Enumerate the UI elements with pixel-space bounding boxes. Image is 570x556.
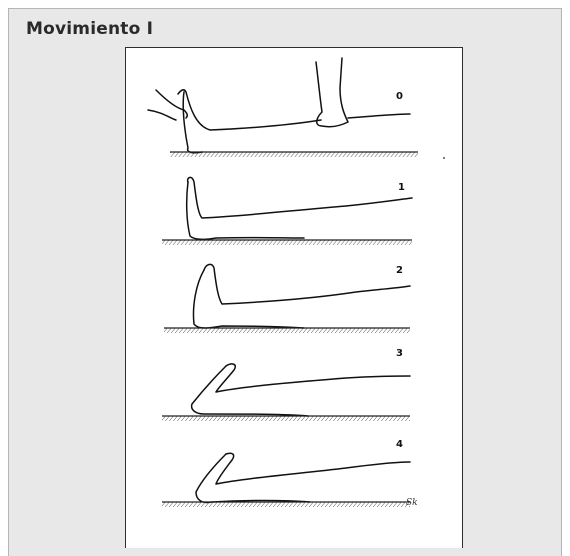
illustration-frame: 0 1 2 3 [125,47,463,548]
step-4-drawing: 4 Sk [162,439,418,508]
step-1-label: 1 [398,182,405,193]
step-2-drawing: 2 [164,264,410,333]
leg-exercise-illustration: 0 1 2 3 [126,48,464,549]
step-4-label: 4 [396,439,403,450]
step-0-drawing: 0 [148,58,418,157]
step-1-drawing: 1 [162,177,412,245]
step-2-label: 2 [396,265,403,276]
step-0-label: 0 [396,91,403,102]
step-3-drawing: 3 [162,348,410,421]
artist-signature: Sk [406,498,418,508]
exercise-title: Movimiento I [26,19,153,39]
ink-dot [443,157,445,159]
step-3-label: 3 [396,348,403,359]
